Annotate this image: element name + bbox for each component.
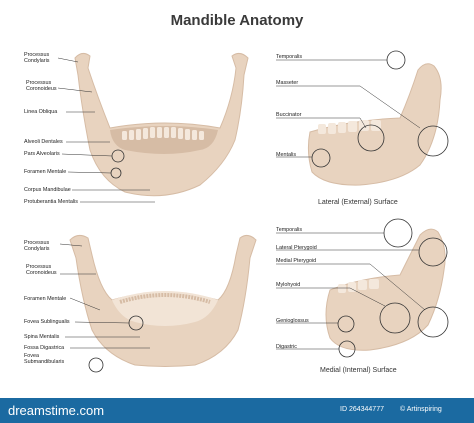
label-mylohyoid: Mylohyoid xyxy=(276,282,301,288)
label-genioglossus: Genioglossus xyxy=(276,318,309,324)
caption-medial-surface: Medial (Internal) Surface xyxy=(320,367,397,374)
caption-lateral-surface: Lateral (External) Surface xyxy=(318,199,398,206)
mandible-lateral-view xyxy=(276,50,449,186)
footer-bar: dreamstime.com ID 264344777 © Artinspiri… xyxy=(0,398,474,423)
label-foramen-mentale-2: Foramen Mentale xyxy=(24,296,67,302)
label-buccinator: Buccinator xyxy=(276,112,302,118)
label-alveoli-dentales: Alveoli Dentales xyxy=(24,139,63,145)
label-masseter: Masseter xyxy=(276,80,299,86)
page-title: Mandible Anatomy xyxy=(170,12,304,29)
label-foramen-mentale: Foramen Mentale xyxy=(24,169,67,175)
label-medial-pterygoid: Medial Pterygoid xyxy=(276,258,317,264)
label-fossa-digastrica: Fossa Digastrica xyxy=(24,345,65,351)
label-processus-coronoideus-2: Processus Coronoideus xyxy=(26,264,57,276)
label-digastric: Digastric xyxy=(276,344,297,350)
author-credit: © Artinspiring xyxy=(400,406,442,413)
mandible-front-view xyxy=(57,52,249,203)
stock-id: ID 264344777 xyxy=(340,406,384,413)
label-lateral-pterygoid: Lateral Pterygoid xyxy=(276,245,317,251)
label-fovea-sublingualis: Fovea Sublingualis xyxy=(24,319,70,325)
label-spina-mentalis: Spina Mentalis xyxy=(24,334,60,340)
label-protuberantia-mentalis: Protuberantia Mentalis xyxy=(24,199,78,205)
brand-logo[interactable]: dreamstime.com xyxy=(8,403,105,418)
label-fovea-submandibularis: Fovea Submandibularis xyxy=(24,353,65,365)
label-pars-alveolaris: Pars Alveolaris xyxy=(24,151,60,157)
label-temporalis-2: Temporalis xyxy=(276,227,303,233)
label-processus-condylaris: Processus Condylaris xyxy=(24,52,50,64)
mandible-inner-view xyxy=(59,234,257,373)
mandible-medial-view xyxy=(276,218,449,358)
label-temporalis: Temporalis xyxy=(276,54,303,60)
label-processus-coronoideus: Processus Coronoideus xyxy=(26,80,57,92)
label-mentalis: Mentalis xyxy=(276,152,297,158)
label-linea-obliqua: Linea Obliqua xyxy=(24,109,58,115)
label-processus-condylaris-2: Processus Condylaris xyxy=(24,240,50,252)
label-corpus-mandibulae: Corpus Mandibulae xyxy=(24,187,71,193)
